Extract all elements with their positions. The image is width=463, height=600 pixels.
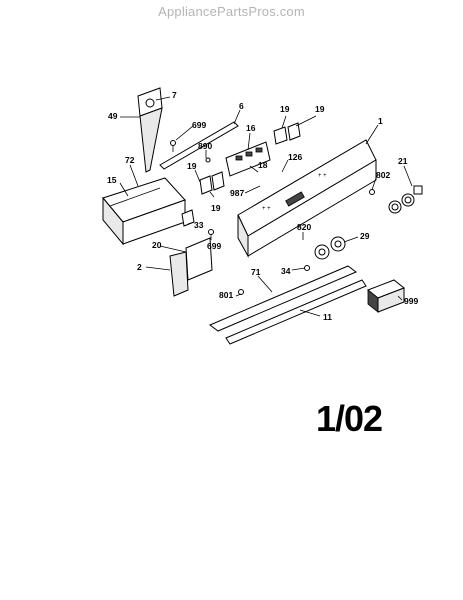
part-clip — [205, 157, 211, 163]
callout-2: 2 — [137, 262, 142, 272]
part-trim-strip — [209, 265, 357, 332]
callout-801: 801 — [219, 290, 233, 300]
part-screw — [238, 289, 244, 295]
part-end-cap — [102, 177, 186, 246]
callout-6: 6 — [239, 101, 244, 111]
callout-699: 699 — [207, 241, 221, 251]
part-knobs — [388, 185, 423, 214]
callout-699: 699 — [192, 120, 206, 130]
callout-802: 802 — [376, 170, 390, 180]
part-screw — [208, 229, 214, 235]
callout-15: 15 — [107, 175, 117, 185]
callout-21: 21 — [398, 156, 408, 166]
callout-19: 19 — [280, 104, 290, 114]
leader-lines — [119, 96, 413, 317]
part-side-bracket — [169, 251, 189, 297]
part-switch — [273, 126, 288, 145]
callout-999: 999 — [404, 296, 418, 306]
callout-19: 19 — [211, 203, 221, 213]
part-kit-box — [367, 279, 405, 313]
callout-49: 49 — [108, 111, 118, 121]
callout-820: 820 — [297, 222, 311, 232]
callout-11: 11 — [323, 312, 332, 322]
page-code: 1/02 — [316, 398, 383, 439]
callout-71: 71 — [251, 267, 261, 277]
callout-34: 34 — [281, 266, 291, 276]
part-screw — [304, 265, 310, 271]
part-switch — [199, 175, 213, 195]
part-screw — [170, 140, 176, 152]
callout-987: 987 — [230, 188, 244, 198]
part-switch — [211, 171, 225, 191]
part-plate — [137, 87, 163, 173]
svg-text:+ +: + + — [262, 206, 271, 212]
callout-126: 126 — [288, 152, 302, 162]
callout-labels: 7 49 699 6 19 19 16 1 890 126 72 15 19 1… — [107, 90, 418, 322]
part-screw — [369, 189, 375, 195]
callout-72: 72 — [125, 155, 135, 165]
callout-19: 19 — [315, 104, 325, 114]
callout-29: 29 — [360, 231, 370, 241]
callout-19: 19 — [187, 161, 197, 171]
part-lower-trim — [225, 279, 367, 345]
callout-18: 18 — [258, 160, 268, 170]
watermark: AppliancePartsPros.com — [158, 4, 305, 19]
callout-1: 1 — [378, 116, 383, 126]
part-knobs — [314, 236, 346, 260]
callout-16: 16 — [246, 123, 256, 133]
callout-33: 33 — [194, 220, 204, 230]
part-switch — [287, 122, 301, 141]
svg-text:+ +: + + — [318, 173, 327, 179]
callout-20: 20 — [152, 240, 162, 250]
callout-890: 890 — [198, 141, 212, 151]
callout-7: 7 — [172, 90, 177, 100]
part-backguard: + + + + — [237, 139, 377, 258]
part-control-board — [225, 141, 271, 177]
part-rail — [159, 121, 239, 170]
